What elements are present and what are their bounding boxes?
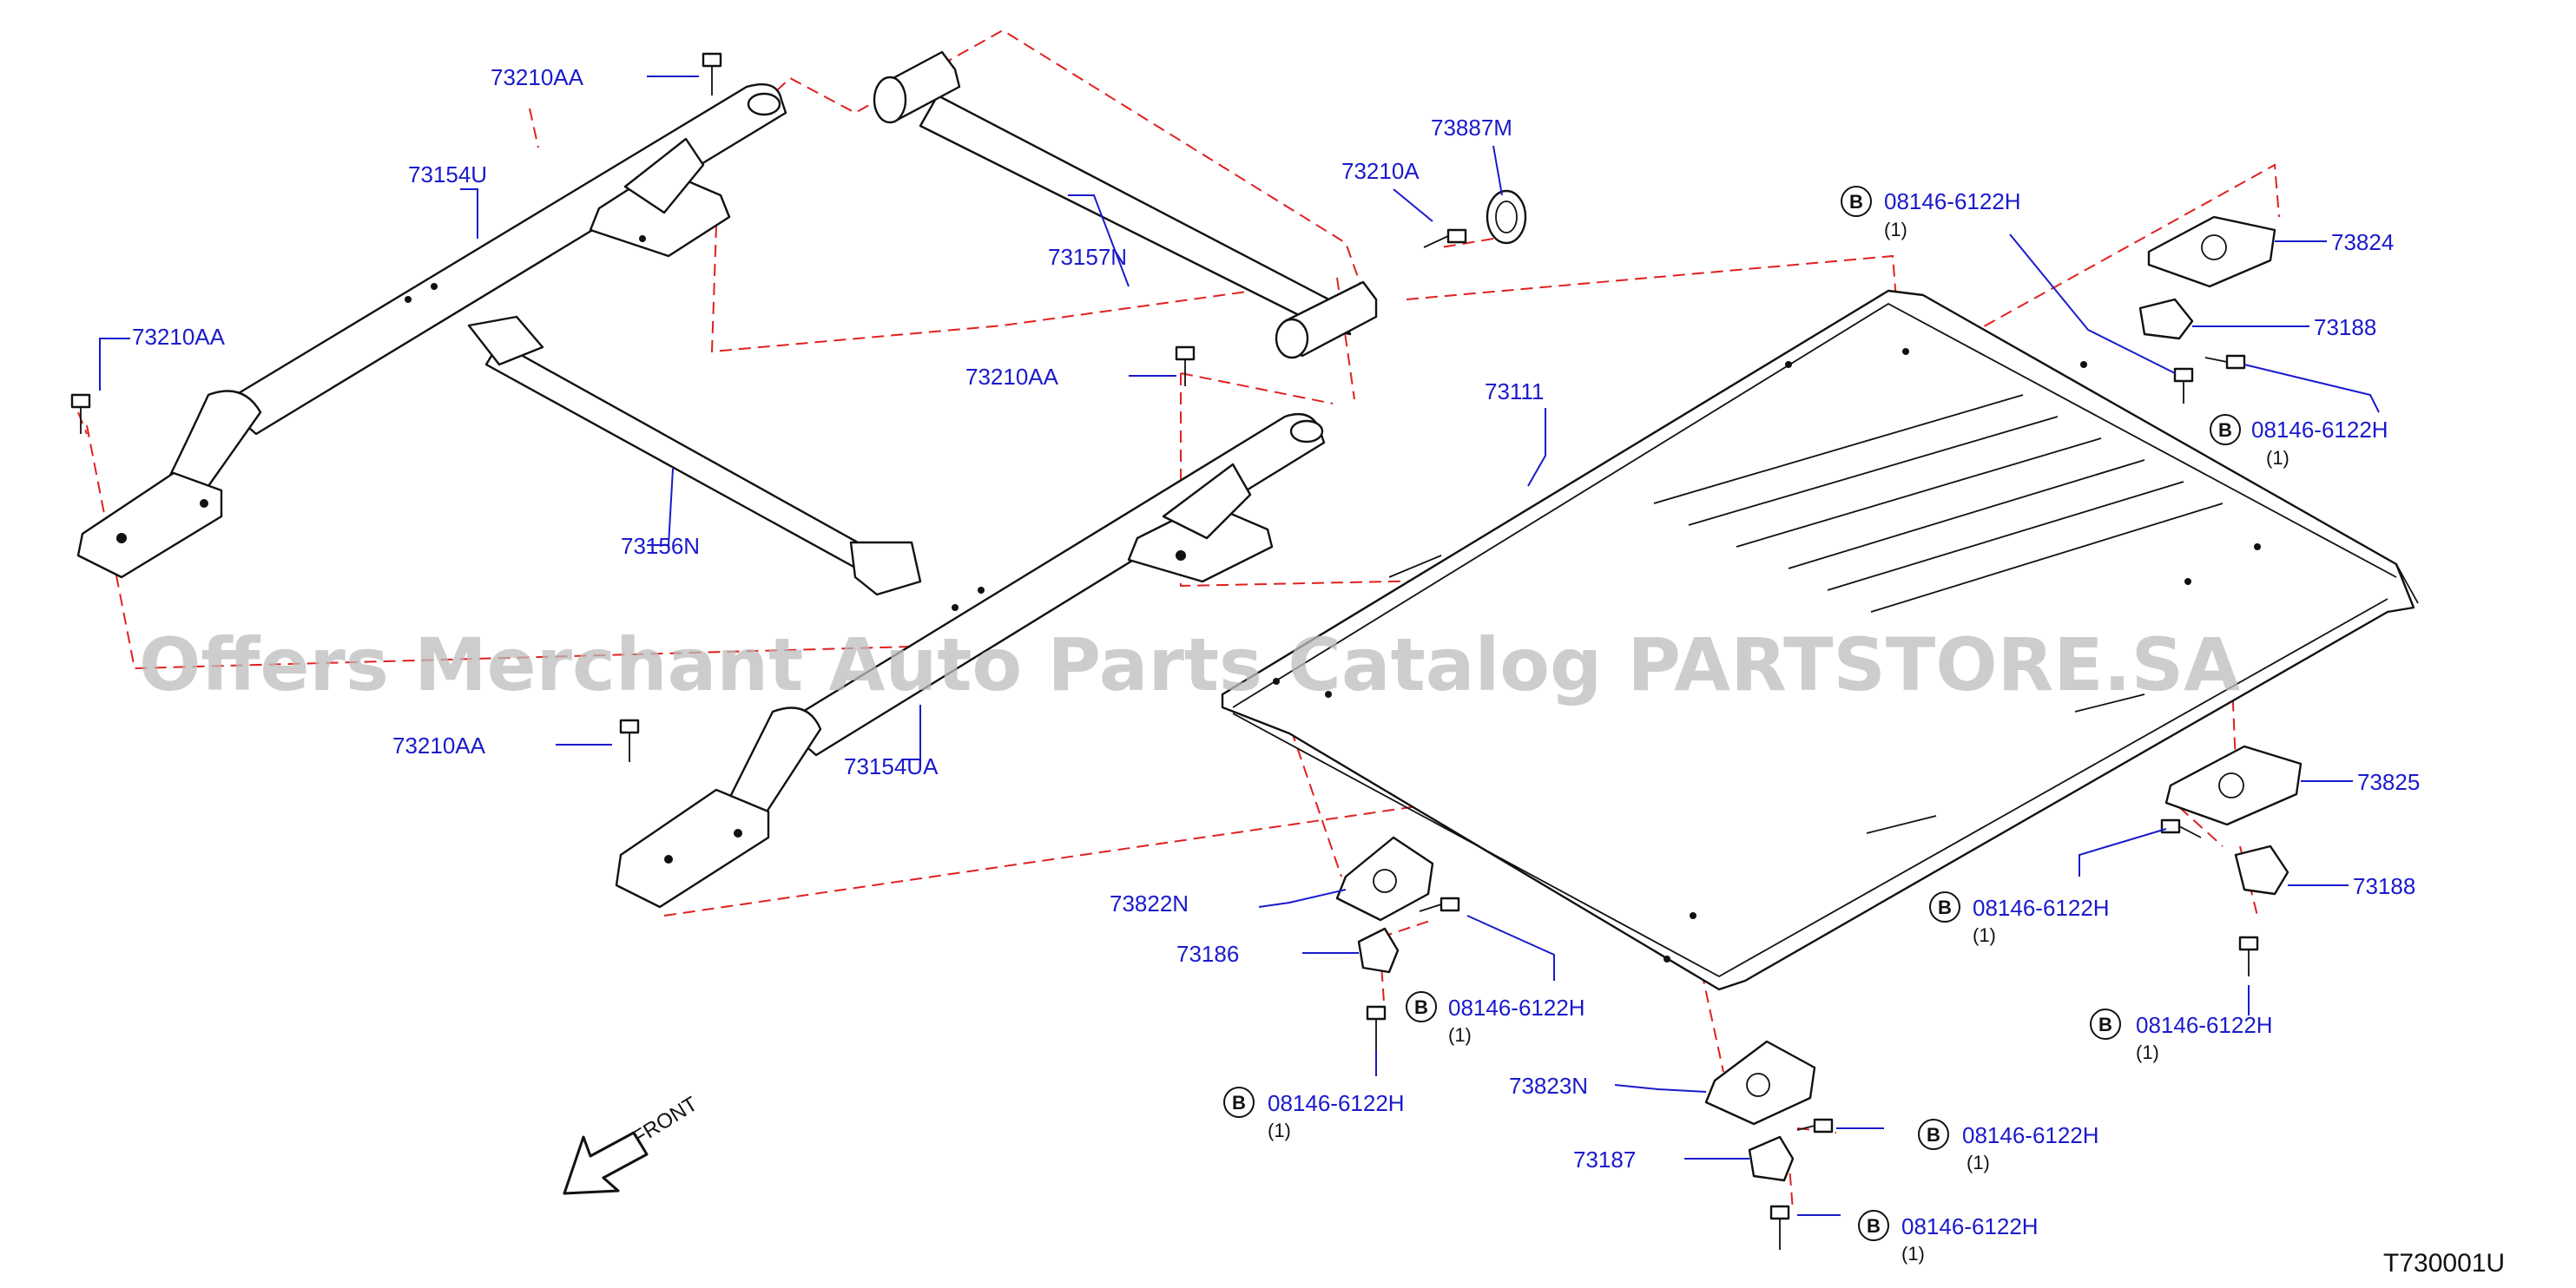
bolt-symbol: B <box>1927 1124 1940 1146</box>
bracket-73825 <box>2164 745 2303 826</box>
front-label: FRONT <box>629 1092 702 1150</box>
bolt-symbol: B <box>1867 1215 1881 1237</box>
part-label-73187: 73187 <box>1573 1147 1636 1173</box>
roof-panel-ribs <box>1388 394 2224 834</box>
bolt-callout: B 08146-6122H (1) <box>2210 414 2388 469</box>
b-circle-icon <box>1929 891 1960 923</box>
bolt-quantity: (1) <box>1967 1152 1990 1173</box>
part-label-73210A: 73210A <box>1341 158 1420 184</box>
b-circle-icon <box>1223 1087 1255 1118</box>
bolt-symbol: B <box>1232 1092 1246 1114</box>
part-label-73887M: 73887M <box>1431 115 1512 141</box>
part-label-73823N: 73823N <box>1509 1073 1588 1099</box>
bolt-part-number: 08146-6122H <box>2251 417 2388 443</box>
bolt-callout: B 08146-6122H (1) <box>1929 891 2110 946</box>
bolt-icon <box>2238 936 2259 976</box>
bolt-icon <box>1796 1118 1834 1134</box>
part-label-73157N: 73157N <box>1048 244 1127 270</box>
bracket-73823N <box>1704 1040 1816 1126</box>
b-circle-icon <box>1918 1119 1949 1150</box>
bolt-callout: B 08146-6122H (1) <box>1841 186 2021 240</box>
part-label-73186: 73186 <box>1176 941 1239 967</box>
bolt-icon <box>2173 367 2194 404</box>
bolt-symbol: B <box>1938 897 1952 918</box>
leader-lines <box>99 76 2380 1216</box>
bracket-73187 <box>1748 1135 1795 1182</box>
bolt-icon <box>1175 345 1196 386</box>
diagram-code: T730001U <box>2383 1249 2505 1278</box>
bolt-callout: B 08146-6122H (1) <box>1858 1210 2039 1265</box>
part-label-73822N: 73822N <box>1110 890 1189 917</box>
bolt-symbol: B <box>2098 1014 2112 1035</box>
part-label-73156N: 73156N <box>621 533 700 559</box>
part-label-73210AA: 73210AA <box>965 364 1059 390</box>
bolt-callout: B 08146-6122H (1) <box>1223 1087 1405 1141</box>
bracket-73824 <box>2147 215 2276 288</box>
bolt-quantity: (1) <box>1268 1120 1291 1141</box>
bolt-part-number: 08146-6122H <box>1901 1213 2039 1239</box>
bracket-73186 <box>1357 927 1400 974</box>
front-direction-indicator: FRONT <box>563 1092 702 1195</box>
bolt-icon <box>1769 1205 1790 1250</box>
bracket-73188-upper <box>2138 298 2194 340</box>
bolt-icon <box>1423 228 1467 248</box>
b-circle-icon <box>1841 186 1872 217</box>
bracket-73822N <box>1335 836 1434 922</box>
part-label-73210AA: 73210AA <box>491 64 584 90</box>
part-label-73188: 73188 <box>2314 314 2376 340</box>
bolt-symbol: B <box>1414 996 1428 1018</box>
roof-panel-73111 <box>1221 289 2419 991</box>
part-label-73210AA: 73210AA <box>132 324 226 350</box>
watermark-text: Offers Merchant Auto Parts Catalog PARTS… <box>139 622 2240 707</box>
bolt-symbol: B <box>1849 191 1863 213</box>
bolt-icon <box>2204 354 2246 370</box>
bolt-icon <box>2160 818 2202 838</box>
bolt-part-number: 08146-6122H <box>1448 995 1585 1021</box>
bolt-part-number: 08146-6122H <box>1962 1122 2099 1148</box>
b-circle-icon <box>1858 1210 1889 1241</box>
bolt-icon <box>1366 1005 1387 1050</box>
part-label-73188: 73188 <box>2353 873 2415 899</box>
part-label-73210AA: 73210AA <box>392 733 486 759</box>
roof-rail-73154U <box>76 82 787 579</box>
bolt-part-number: 08146-6122H <box>1884 188 2021 214</box>
part-label-73825: 73825 <box>2357 769 2420 795</box>
bolt-part-number: 08146-6122H <box>2136 1012 2273 1038</box>
bolt-callout: B 08146-6122H (1) <box>2090 1009 2273 1063</box>
b-circle-icon <box>2090 1009 2121 1040</box>
bolt-icon <box>1419 897 1460 912</box>
crossbar-73156N <box>467 315 922 596</box>
bolt-symbol: B <box>2218 419 2232 441</box>
part-label-73154U: 73154U <box>408 161 487 187</box>
bolt-icon <box>70 393 91 434</box>
bolt-quantity: (1) <box>2266 447 2289 469</box>
bolt-callout: B 08146-6122H (1) <box>1918 1119 2099 1173</box>
part-label-73111: 73111 <box>1485 378 1544 404</box>
b-circle-icon <box>1406 991 1437 1022</box>
part-label-73824: 73824 <box>2331 229 2394 255</box>
crossbar-73157N <box>873 50 1378 359</box>
front-arrow-icon <box>563 1131 649 1195</box>
bolt-icon <box>619 719 640 762</box>
bolt-quantity: (1) <box>1973 924 1996 946</box>
bolt-quantity: (1) <box>1901 1243 1925 1265</box>
bolt-quantity: (1) <box>1884 219 1907 240</box>
bolt-part-number: 08146-6122H <box>1973 895 2110 921</box>
bolt-callout: B 08146-6122H (1) <box>1406 991 1585 1046</box>
clip-73887M <box>1486 189 1527 245</box>
roof-rail-73154UA <box>615 412 1326 909</box>
bracket-73188-lower <box>2234 844 2289 896</box>
bolt-icons <box>70 52 2259 1250</box>
b-circle-icon <box>2210 414 2241 445</box>
bolt-part-number: 08146-6122H <box>1268 1090 1405 1116</box>
bolt-icon <box>702 52 722 95</box>
part-label-73154UA: 73154UA <box>844 753 939 779</box>
bolt-quantity: (1) <box>2136 1042 2159 1063</box>
bolt-quantity: (1) <box>1448 1024 1472 1046</box>
